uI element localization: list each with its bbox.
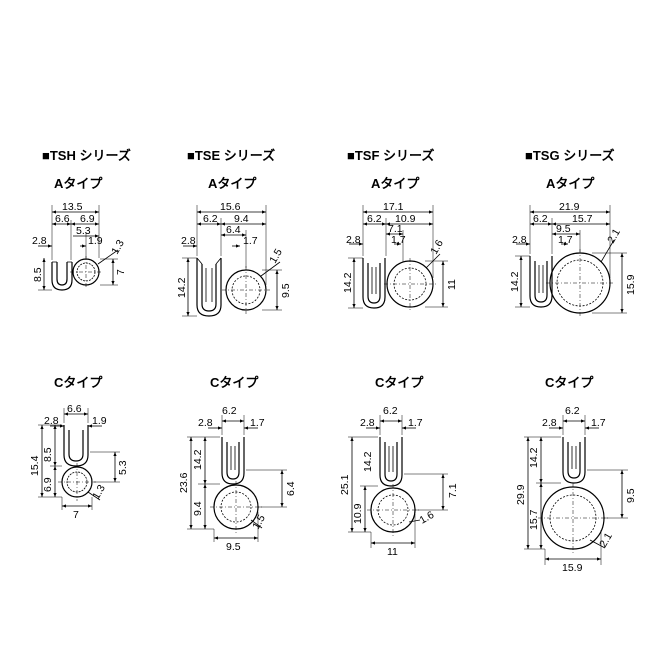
tsh-c-dim-bottom: 7 [73,509,79,521]
tse-a-dim-core-height: 9.5 [280,283,292,298]
tsh-a-dim-w2: 6.9 [80,213,95,225]
tsf-a-dim-w3: 7.1 [388,223,403,235]
tsh-a-dim-total-width: 13.5 [62,201,83,213]
tsf-c-dim-side: 7.1 [447,483,459,498]
tse-c-dim-w1: 6.2 [222,405,237,417]
tsh-a-dim-thickness: 1.3 [109,238,127,257]
tsg-c-dim-w2: 2.8 [542,417,557,429]
tsh-c-dim-w3: 1.9 [92,415,107,427]
tse-a-dim-w4: 1.7 [243,235,258,247]
tse-a-dim-thickness: 1.5 [267,247,285,266]
tsg-c-dim-w3: 1.7 [591,417,606,429]
c-type-label-tsf: Cタイプ [375,375,424,390]
tsh-c-dim-h2: 6.9 [42,477,54,492]
tse-a-dim-w2: 9.4 [234,213,249,225]
series-title-tsf: ■TSF シリーズ [347,148,434,163]
tsf-a-dim-height: 14.2 [342,272,354,293]
tsf-c-dim-h2: 10.9 [352,503,364,524]
tsf-c-type-drawing [348,415,448,548]
tse-c-dim-bottom: 9.5 [226,541,241,553]
tse-a-dim-total-width: 15.6 [220,201,241,213]
tsf-c-dim-thickness: 1.6 [418,509,437,527]
tsf-a-dim-w2: 10.9 [395,213,416,225]
tsg-a-dim-height: 14.2 [509,271,521,292]
tsf-c-dim-w3: 1.7 [408,417,423,429]
tsh-a-dim-w5: 2.8 [32,235,47,247]
tsg-a-type-drawing [515,205,627,317]
tsf-c-dim-h1: 14.2 [362,451,374,472]
tse-c-type-drawing [187,415,287,542]
tsg-a-dim-thickness: 2.1 [605,227,623,246]
tsf-a-dim-core-height: 11 [446,279,458,290]
tsh-c-dim-h1: 8.5 [42,447,54,462]
tse-a-type-drawing [182,205,282,317]
a-type-label-tsh: Aタイプ [54,176,103,191]
tsh-a-dim-height: 8.5 [32,267,44,282]
tsf-c-dim-w2: 2.8 [360,417,375,429]
tsf-a-type-drawing [348,205,448,310]
tsf-a-dim-w5: 2.8 [346,234,361,246]
tsh-a-dim-w3: 5.3 [76,225,91,237]
tse-c-dim-w3: 1.7 [250,417,265,429]
tse-a-dim-w3: 6.4 [226,224,241,236]
tsh-c-dim-w1: 6.6 [67,403,82,415]
tsg-a-dim-w2: 15.7 [572,213,593,225]
tsg-a-dim-w1: 6.2 [533,213,548,225]
a-type-label-tsg: Aタイプ [546,176,595,191]
tsg-c-dim-total-height: 29.9 [515,484,527,505]
tsh-a-dim-core-height: 7 [115,269,127,275]
tsg-c-dim-side: 9.5 [625,488,637,503]
tsf-c-dim-w1: 6.2 [383,405,398,417]
tse-c-dim-h1: 14.2 [192,449,204,470]
tsf-a-dim-w4: 1.7 [391,234,406,246]
tsf-a-dim-w1: 6.2 [367,213,382,225]
tse-a-dim-w5: 2.8 [181,235,196,247]
c-type-label-tsg: Cタイプ [545,375,594,390]
tse-a-dim-height: 14.2 [176,277,188,298]
tsh-c-dim-thickness: 1.3 [90,483,108,502]
series-title-tsg: ■TSG シリーズ [525,148,615,163]
tsf-c-dim-bottom: 11 [387,546,398,558]
tsg-a-dim-core-height: 15.9 [625,274,637,295]
tse-c-dim-side: 6.4 [285,481,297,496]
tsf-c-dim-total-height: 25.1 [339,474,351,495]
tsg-a-dim-w4: 1.7 [558,234,573,246]
tsf-a-dim-thickness: 1.6 [428,238,446,257]
tsh-c-type-drawing [38,408,120,510]
tsg-a-dim-w5: 2.8 [512,234,527,246]
tsh-a-dim-w4: 1.9 [88,235,103,247]
series-title-tsh: ■TSH シリーズ [42,148,131,163]
c-type-label-tse: Cタイプ [210,375,259,390]
tsg-c-dim-h1: 14.2 [528,447,540,468]
tsg-a-dim-total-width: 21.9 [559,201,580,213]
tsh-c-dim-w2: 2.8 [44,415,59,427]
tsh-c-dim-side: 5.3 [117,460,129,475]
tsh-a-type-drawing [38,205,119,291]
tsg-c-type-drawing [524,415,628,565]
tse-c-dim-w2: 2.8 [198,417,213,429]
a-type-label-tsf: Aタイプ [371,176,420,191]
tsg-c-dim-w1: 6.2 [565,405,580,417]
tsg-a-dim-w3: 9.5 [556,223,571,235]
tse-c-dim-thickness: 1.5 [250,513,268,532]
tse-a-dim-w1: 6.2 [203,213,218,225]
tsh-c-dim-total-height: 15.4 [29,455,41,476]
tsf-a-dim-total-width: 17.1 [383,201,404,213]
c-type-label-tsh: Cタイプ [54,375,103,390]
tsh-a-dim-w1: 6.6 [55,213,70,225]
tsg-c-dim-h2: 15.7 [528,509,540,530]
tse-c-dim-h2: 9.4 [192,501,204,516]
a-type-label-tse: Aタイプ [208,176,257,191]
series-title-tse: ■TSE シリーズ [187,148,275,163]
tsg-c-dim-bottom: 15.9 [562,562,583,574]
tse-c-dim-total-height: 23.6 [178,472,190,493]
